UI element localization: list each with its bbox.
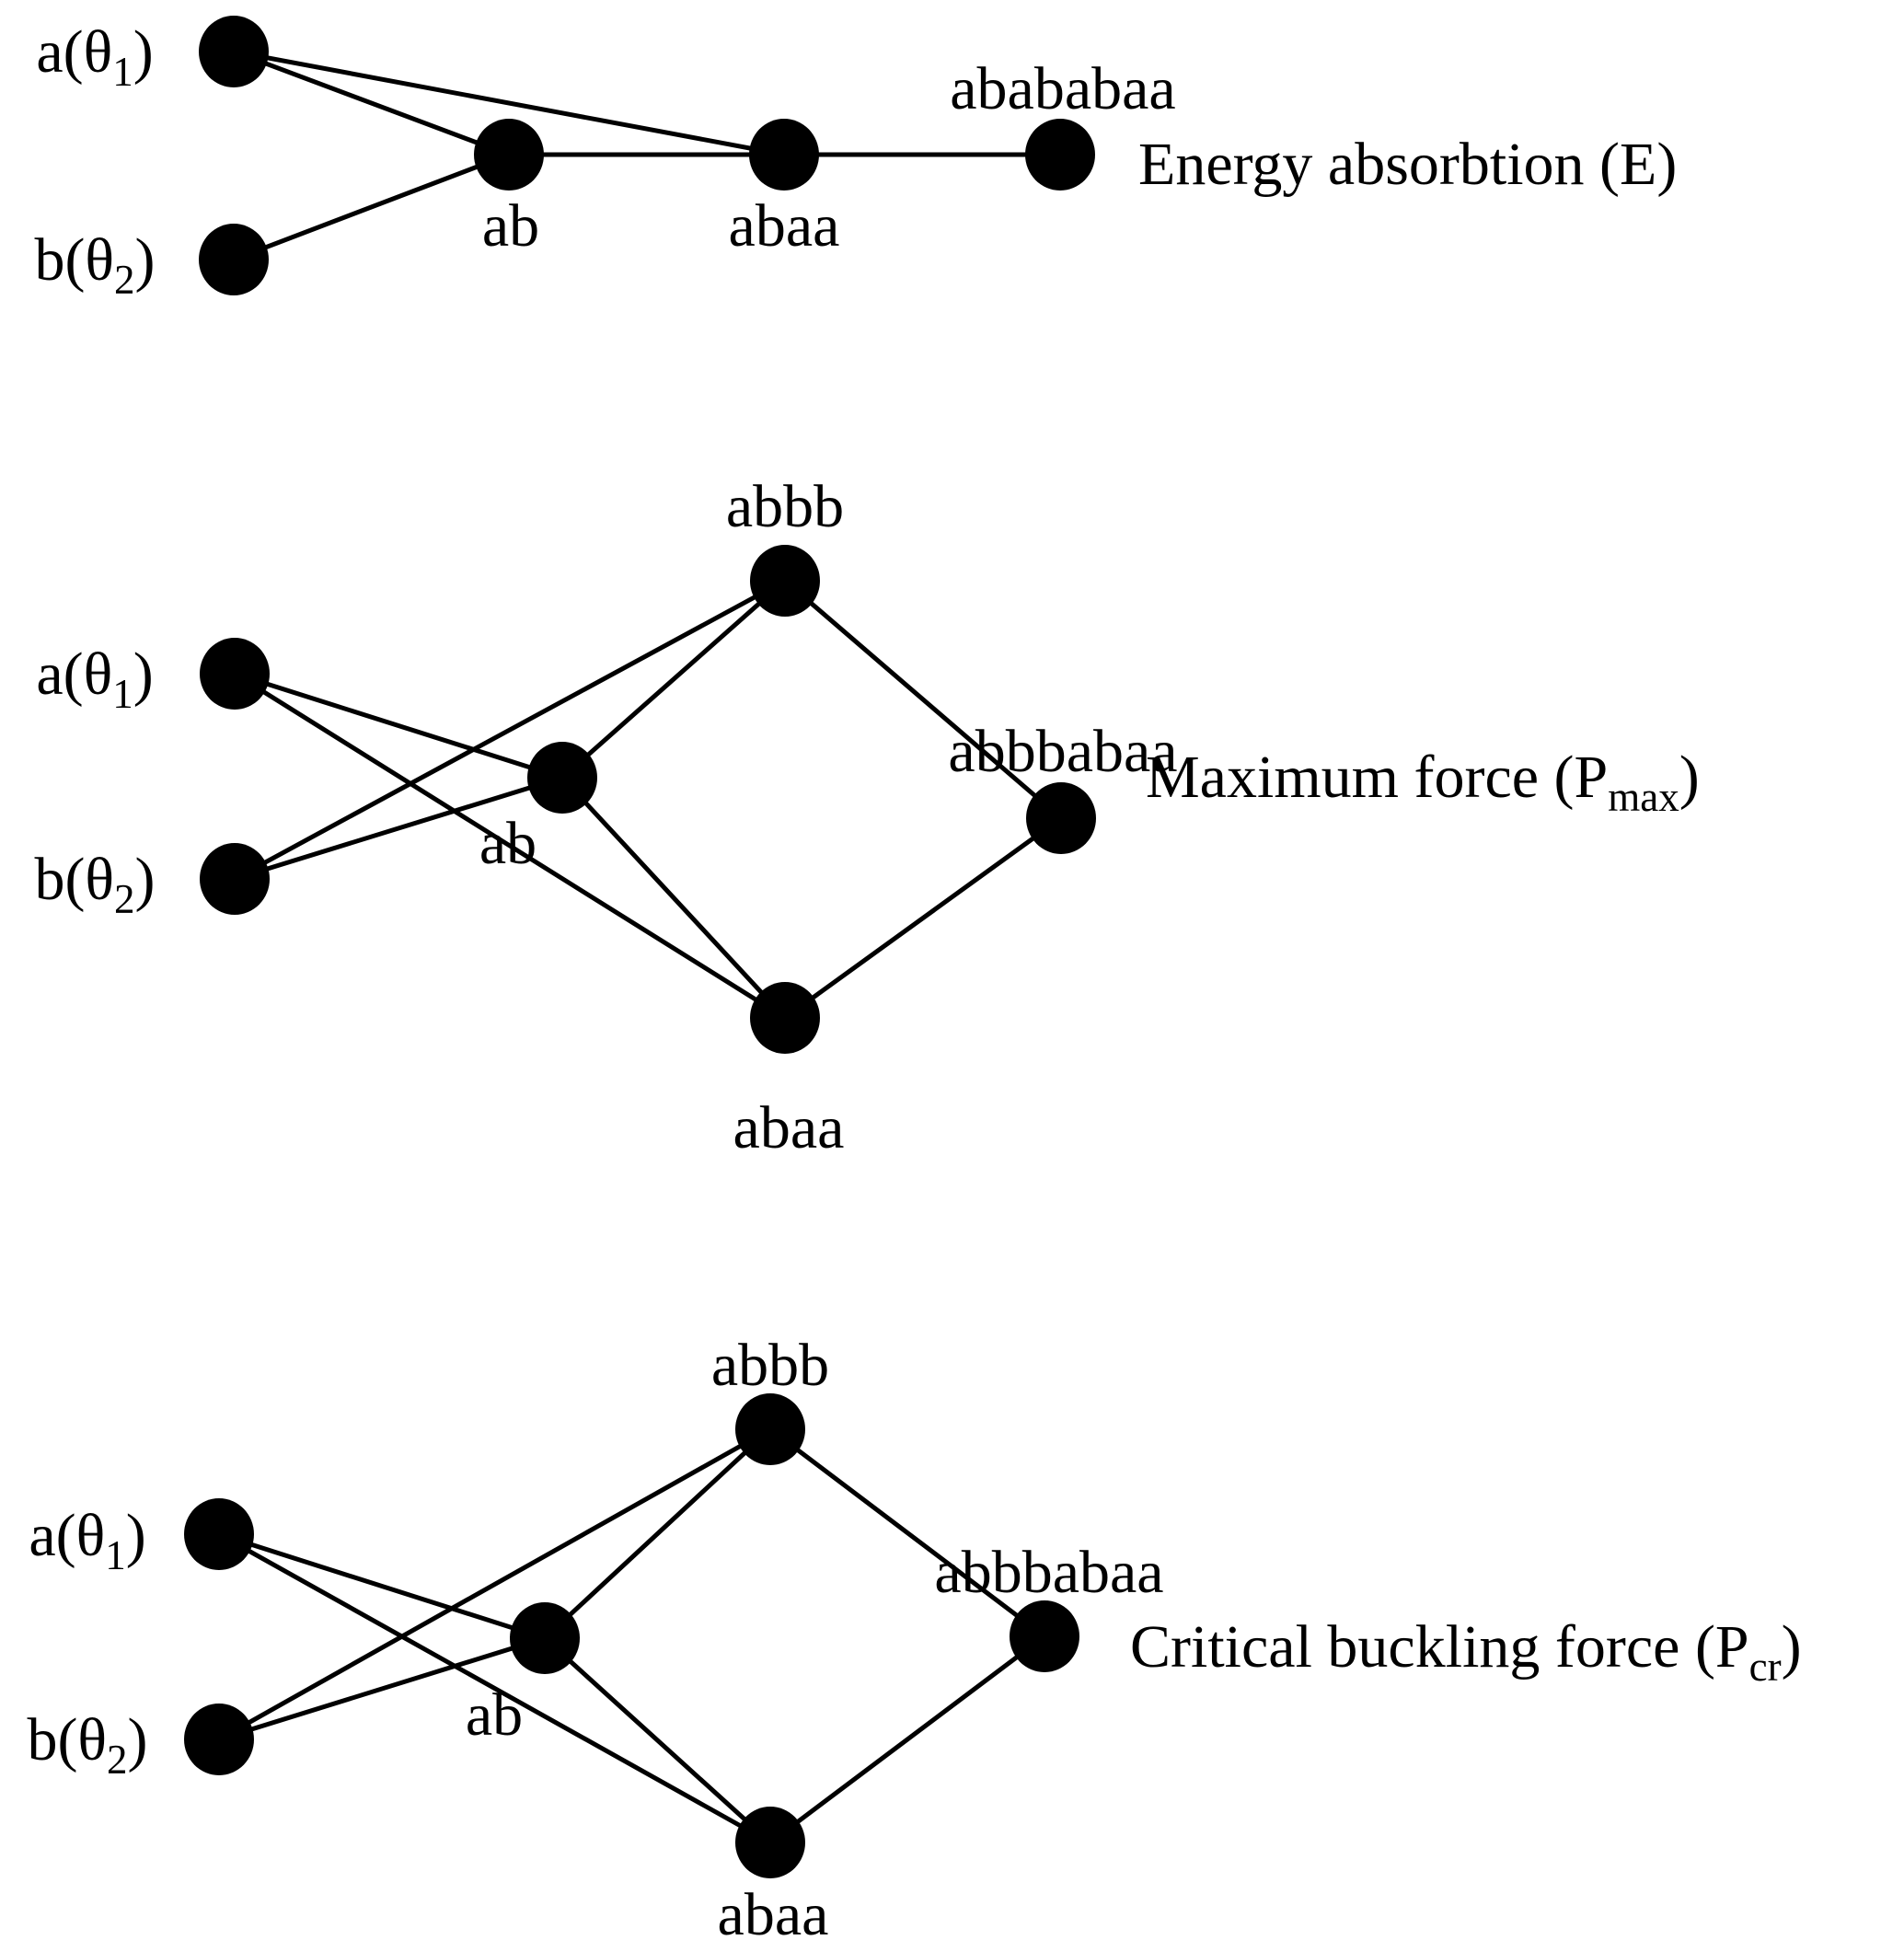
node-label-abaa: abaa bbox=[718, 1881, 829, 1948]
node-abbb bbox=[735, 1393, 805, 1465]
edge-b-ab bbox=[234, 775, 563, 882]
edge-abbb-abbbabaa bbox=[783, 579, 1063, 820]
edge-a-abaa bbox=[233, 49, 785, 157]
node-label-abababaa: abababaa bbox=[950, 55, 1175, 122]
label-text: ab bbox=[482, 192, 539, 260]
node-b bbox=[199, 224, 269, 295]
label-text: ) bbox=[1782, 1613, 1802, 1681]
label-text: ) bbox=[126, 1502, 146, 1569]
label-subscript: 1 bbox=[112, 671, 133, 717]
node-abaa bbox=[749, 119, 819, 191]
node-abaa bbox=[750, 982, 820, 1054]
node-ab bbox=[527, 742, 597, 814]
label-subscript: 2 bbox=[107, 1737, 128, 1783]
edge-ab-abaa bbox=[560, 776, 787, 1020]
node-label-abbb: abbb bbox=[711, 1332, 829, 1399]
node-a bbox=[199, 16, 269, 87]
label-subscript: 2 bbox=[114, 876, 135, 922]
label-subscript: 1 bbox=[105, 1532, 126, 1578]
node-label-b: b(θ2) bbox=[27, 1706, 147, 1783]
label-text: ab bbox=[466, 1681, 523, 1749]
node-label-abaa: abaa bbox=[733, 1094, 845, 1161]
node-ab bbox=[510, 1602, 580, 1674]
node-label-a: a(θ1) bbox=[36, 641, 153, 717]
label-text: abbbabaa bbox=[934, 1539, 1163, 1606]
edge-b-abbb bbox=[217, 1426, 772, 1742]
edge-ab-abbb bbox=[560, 579, 787, 780]
node-label-abbbabaa: abbbabaa bbox=[948, 718, 1177, 785]
edge-abaa-abbbabaa bbox=[783, 815, 1063, 1021]
edge-ab-abaa bbox=[543, 1636, 772, 1844]
node-label-ab: ab bbox=[482, 192, 539, 260]
label-text: ) bbox=[1679, 744, 1700, 811]
edge-a-abaa bbox=[217, 1531, 772, 1845]
label-text: abbb bbox=[711, 1332, 829, 1399]
edge-abaa-abbbabaa bbox=[768, 1634, 1046, 1844]
label-text: abbb bbox=[726, 473, 844, 540]
node-label-a: a(θ1) bbox=[36, 18, 153, 95]
label-text: Critical buckling force (P bbox=[1130, 1613, 1749, 1681]
label-text: b(θ bbox=[34, 226, 114, 294]
label-subscript: 2 bbox=[114, 257, 135, 303]
node-abbbabaa bbox=[1010, 1600, 1079, 1672]
label-text: a(θ bbox=[29, 1502, 105, 1569]
node-label-b: b(θ2) bbox=[34, 846, 155, 922]
edge-b-ab bbox=[233, 152, 510, 262]
label-text: abaa bbox=[729, 192, 840, 260]
label-text: b(θ bbox=[34, 846, 114, 913]
label-text: ) bbox=[133, 641, 154, 708]
node-ab bbox=[474, 119, 544, 191]
label-text: ) bbox=[133, 18, 154, 86]
edge-abbb-abbbabaa bbox=[768, 1427, 1046, 1638]
label-text: b(θ bbox=[27, 1706, 107, 1773]
label-text: ab bbox=[479, 810, 537, 877]
node-abababaa bbox=[1025, 119, 1095, 191]
label-subscript: cr bbox=[1749, 1644, 1782, 1690]
node-abbb bbox=[750, 545, 820, 617]
label-text: abaa bbox=[733, 1094, 845, 1161]
label-text: abbbabaa bbox=[948, 718, 1177, 785]
edge-b-ab bbox=[218, 1635, 546, 1742]
node-label-b: b(θ2) bbox=[34, 226, 155, 303]
edge-b-abbb bbox=[233, 578, 787, 882]
edge-a-ab bbox=[233, 49, 510, 157]
node-label-abbb: abbb bbox=[726, 473, 844, 540]
label-subscript: 1 bbox=[112, 49, 133, 95]
node-abaa bbox=[735, 1807, 805, 1878]
node-label-abbbabaa: abbbabaa bbox=[934, 1539, 1163, 1606]
label-text: Maximum force (P bbox=[1146, 744, 1608, 811]
diagram-title-maximum-force: Maximum force (Pmax) bbox=[1146, 744, 1700, 820]
node-label-a: a(θ1) bbox=[29, 1502, 145, 1578]
node-label-ab: ab bbox=[479, 810, 537, 877]
label-text: abaa bbox=[718, 1881, 829, 1948]
label-text: Energy absorbtion (E) bbox=[1138, 131, 1677, 198]
label-text: abababaa bbox=[950, 55, 1175, 122]
label-text: a(θ bbox=[36, 641, 112, 708]
node-a bbox=[184, 1498, 254, 1570]
node-a bbox=[200, 638, 270, 710]
edge-a-ab bbox=[234, 671, 563, 780]
node-label-ab: ab bbox=[466, 1681, 523, 1749]
edge-a-ab bbox=[218, 1531, 546, 1641]
node-label-abaa: abaa bbox=[729, 192, 840, 260]
diagram-title-critical-buckling-force: Critical buckling force (Pcr) bbox=[1130, 1613, 1802, 1690]
label-subscript: max bbox=[1608, 774, 1679, 820]
label-text: ) bbox=[135, 226, 156, 294]
label-text: a(θ bbox=[36, 18, 112, 86]
label-text: ) bbox=[128, 1706, 148, 1773]
edge-a-abaa bbox=[233, 671, 787, 1021]
label-text: ) bbox=[135, 846, 156, 913]
diagram-title-energy-absorbtion: Energy absorbtion (E) bbox=[1138, 131, 1677, 198]
node-abbbabaa bbox=[1026, 782, 1096, 854]
node-b bbox=[200, 843, 270, 915]
node-b bbox=[184, 1704, 254, 1775]
edge-ab-abbb bbox=[543, 1427, 772, 1640]
